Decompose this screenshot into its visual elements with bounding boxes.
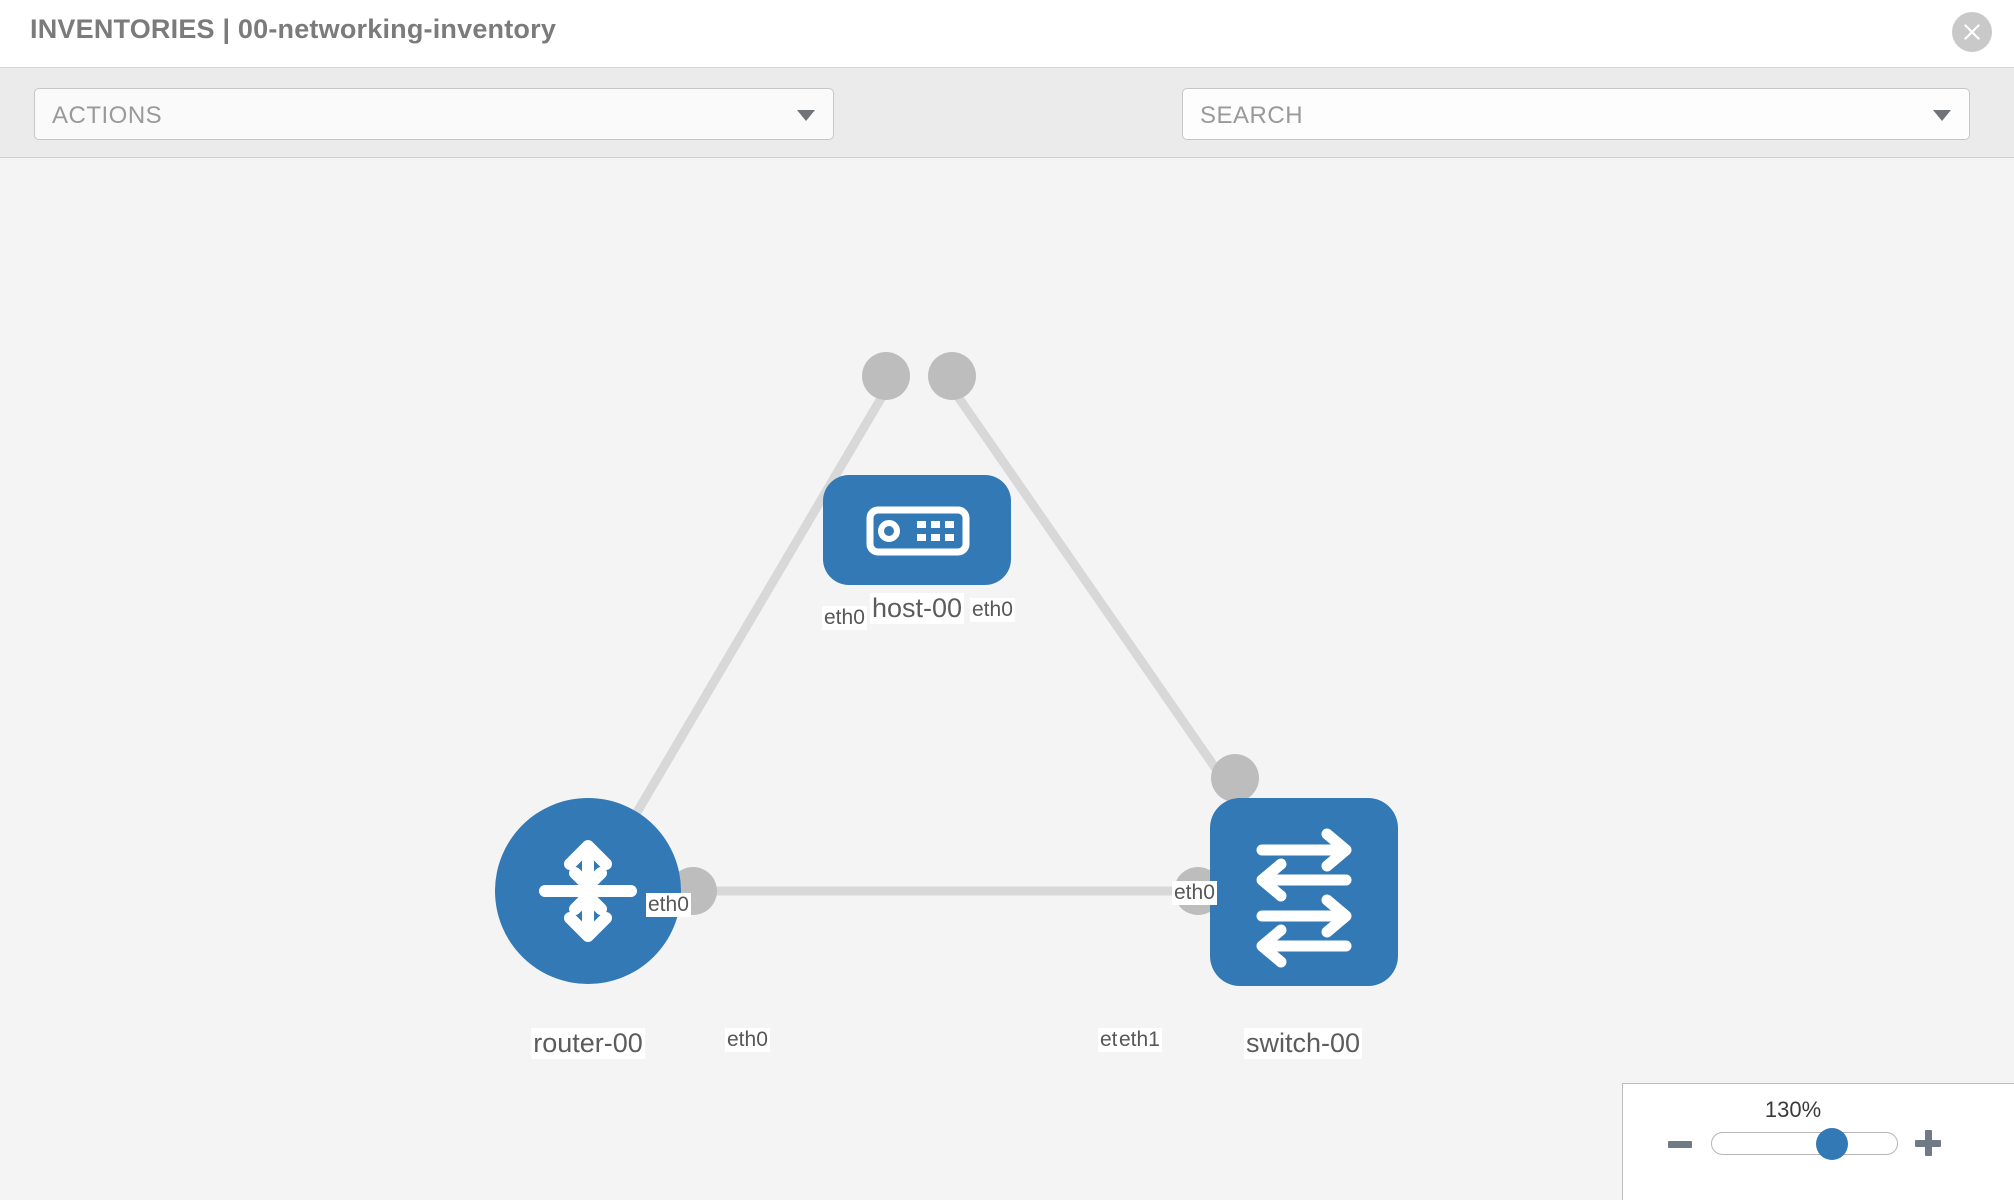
zoom-slider-thumb[interactable] xyxy=(1815,1128,1848,1160)
node-label-host-00: host-00 xyxy=(869,593,965,624)
link-host-router xyxy=(606,375,897,861)
link-label-router-switch-source: eth0 xyxy=(725,1028,770,1052)
search-placeholder: SEARCH xyxy=(1200,102,1304,129)
link-host-switch xyxy=(941,375,1254,821)
link-label-host-router-target: eth0 xyxy=(646,893,691,917)
node-switch-00 xyxy=(1210,798,1398,986)
chevron-down-icon[interactable] xyxy=(1933,110,1951,121)
topology-graph xyxy=(495,352,1398,986)
zoom-level-value: 130% xyxy=(1764,1097,1822,1122)
node-host-00 xyxy=(823,475,1011,585)
chevron-down-icon xyxy=(797,110,815,121)
connector-switch-top xyxy=(1211,754,1259,802)
switch-arrows-icon xyxy=(1256,828,1352,968)
zoom-slider-track[interactable] xyxy=(1711,1128,1898,1160)
actions-dropdown-label: ACTIONS xyxy=(52,102,163,129)
actions-dropdown[interactable]: ACTIONS xyxy=(34,88,834,140)
page-title: INVENTORIES | 00-networking-inventory xyxy=(30,14,557,44)
link-label-router-switch-target: eth1 xyxy=(1117,1028,1162,1052)
zoom-control-panel: 130% xyxy=(1622,1083,2014,1200)
close-icon[interactable] xyxy=(1952,12,1992,52)
zoom-out-button[interactable] xyxy=(1668,1141,1692,1148)
link-label-host-switch-source: eth0 xyxy=(970,598,1015,622)
topology-canvas[interactable]: host-00 router-00 switch-00 eth0 eth0 et… xyxy=(0,158,2014,1200)
node-label-switch-00: switch-00 xyxy=(1243,1028,1363,1059)
toolbar: ACTIONS SEARCH xyxy=(0,68,2014,200)
search-input[interactable]: SEARCH xyxy=(1182,88,1970,140)
page-header: INVENTORIES | 00-networking-inventory xyxy=(0,0,2014,68)
server-icon xyxy=(866,506,970,556)
connector-host-left xyxy=(862,352,910,400)
link-label-host-switch-target: eth0 xyxy=(1172,881,1217,905)
zoom-in-button[interactable] xyxy=(1915,1130,1941,1156)
router-arrows-icon xyxy=(539,840,637,942)
link-label-host-router-source: eth0 xyxy=(822,606,867,630)
node-label-router-00: router-00 xyxy=(531,1028,645,1059)
node-router-00 xyxy=(495,798,681,984)
connector-host-right xyxy=(928,352,976,400)
